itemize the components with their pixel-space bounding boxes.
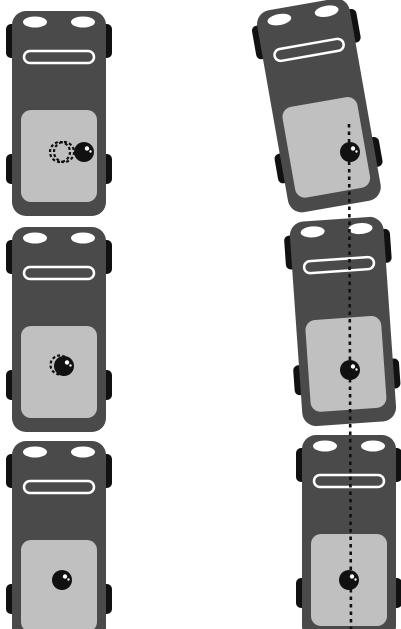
ball-right-2: [340, 360, 360, 380]
vehicle-right-3: [296, 435, 401, 629]
ball-right-3: [339, 570, 359, 590]
ball-left-2: [54, 356, 74, 376]
vehicle-right-1: [249, 0, 389, 216]
vehicle-left-1: [6, 11, 112, 216]
ball-left-3: [52, 570, 72, 590]
vehicle-right-2: [283, 216, 401, 428]
vehicle-left-2: [6, 227, 112, 432]
ball-left-1: [74, 142, 94, 162]
ball-right-1: [340, 142, 360, 162]
vehicle-left-3: [6, 441, 112, 629]
